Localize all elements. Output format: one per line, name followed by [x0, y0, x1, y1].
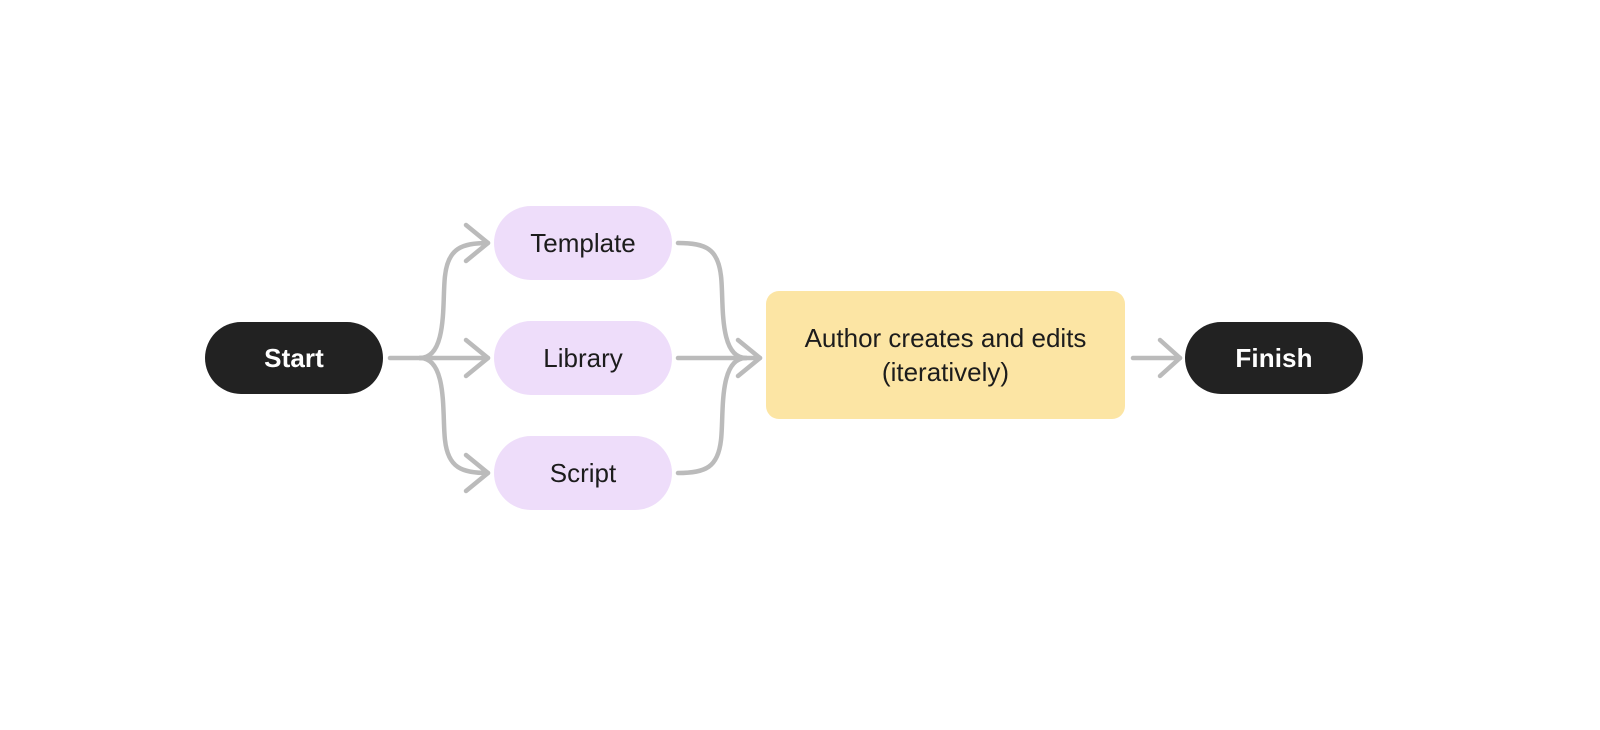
arrowhead-start-to-library	[463, 337, 491, 379]
node-start[interactable]: Start	[205, 322, 383, 394]
edge-start-to-script	[417, 355, 491, 476]
node-library-label: Library	[543, 342, 623, 373]
arrowhead-author-to-finish	[1157, 337, 1183, 379]
edge-start-to-template	[417, 240, 491, 361]
node-template-label: Template	[530, 227, 636, 258]
arrowhead-start-to-script	[463, 452, 491, 494]
arrowhead-start-to-template	[463, 222, 491, 264]
edge-template-to-author	[675, 240, 749, 361]
arrowhead-merge-to-author	[735, 337, 763, 379]
edge-script-to-author	[675, 355, 749, 476]
node-script-label: Script	[549, 457, 617, 488]
node-finish[interactable]: Finish	[1185, 322, 1363, 394]
node-library[interactable]: Library	[494, 321, 672, 395]
node-finish-label: Finish	[1235, 342, 1313, 373]
node-start-label: Start	[264, 342, 324, 373]
node-template[interactable]: Template	[494, 206, 672, 280]
node-script[interactable]: Script	[494, 436, 672, 510]
node-author-label: Author creates and edits (iteratively)	[804, 322, 1087, 387]
node-author-creates-and-edits[interactable]: Author creates and edits (iteratively)	[766, 291, 1125, 419]
